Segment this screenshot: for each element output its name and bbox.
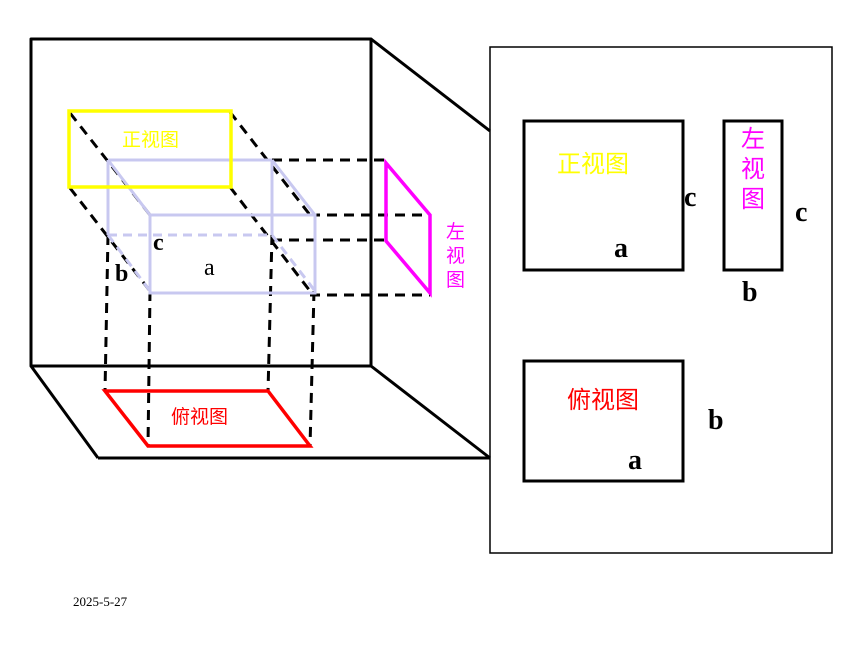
side-view-projection-label: 左 视 图 <box>446 221 465 291</box>
top-view-projection <box>101 389 314 448</box>
cuboid-front-face <box>148 213 317 295</box>
svg-text:左: 左 <box>446 221 465 243</box>
front-view-dim-a: a <box>614 233 628 264</box>
room-edge-top <box>370 37 491 133</box>
front-view-projection <box>67 109 233 189</box>
cuboid-label-c: c <box>153 230 164 256</box>
side-view-projection <box>384 158 432 298</box>
svg-text:视: 视 <box>741 155 765 183</box>
top-view-dim-b: b <box>708 405 724 436</box>
footer-date: 2025-5-27 <box>73 594 128 609</box>
views-panel <box>489 46 833 554</box>
svg-text:图: 图 <box>446 269 465 291</box>
top-view-label: 俯视图 <box>567 386 639 414</box>
top-view-dim-a: a <box>628 445 642 476</box>
side-view-label: 左 视 图 <box>741 125 765 213</box>
side-view-dim-c: c <box>795 197 807 228</box>
top-view-projection-label: 俯视图 <box>171 406 228 428</box>
side-view-rect <box>722 119 784 272</box>
front-view-rect <box>522 119 685 272</box>
cuboid-label-b: b <box>115 261 128 287</box>
room-edge-left <box>29 365 100 459</box>
side-view-dim-b: b <box>742 277 758 308</box>
svg-text:视: 视 <box>446 245 465 267</box>
top-view-rect <box>522 359 685 483</box>
cuboid-label-a: a <box>204 255 215 281</box>
front-view-projection-label: 正视图 <box>122 129 179 151</box>
back-wall <box>29 37 373 368</box>
room-edge-right <box>370 364 491 460</box>
front-view-dim-c: c <box>684 182 696 213</box>
svg-text:图: 图 <box>741 185 765 213</box>
svg-text:左: 左 <box>741 125 765 153</box>
front-view-label: 正视图 <box>557 150 629 178</box>
projection-room <box>29 37 491 460</box>
